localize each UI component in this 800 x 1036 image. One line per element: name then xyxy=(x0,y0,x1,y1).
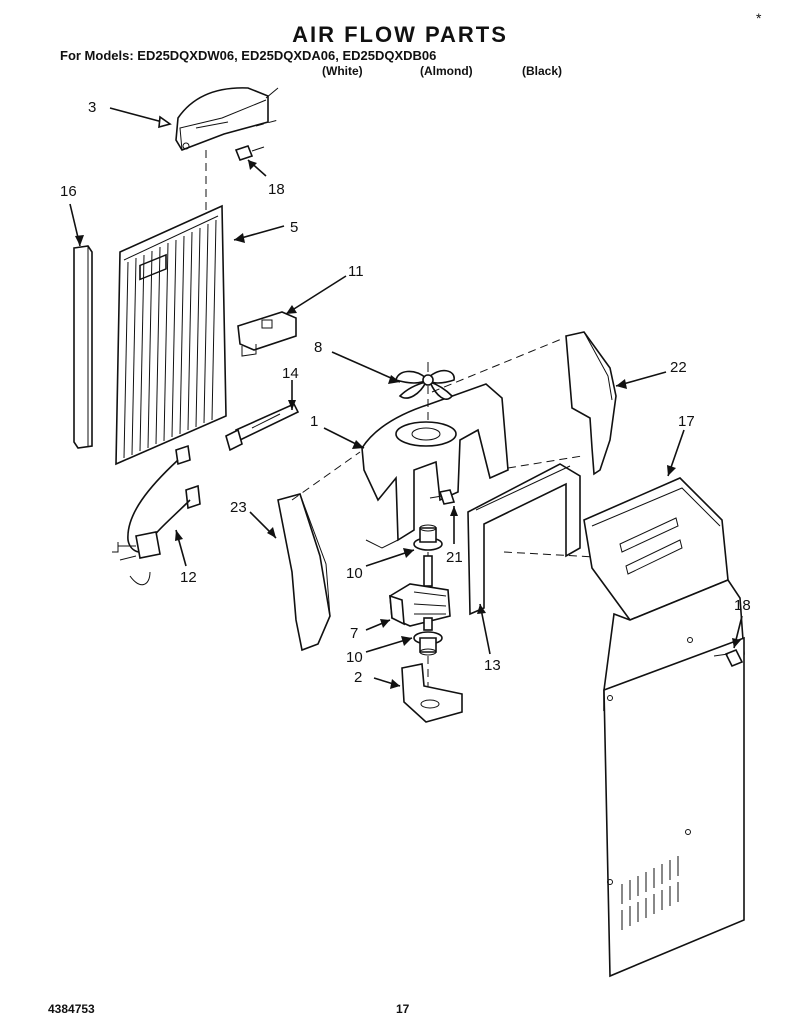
callout-1: 1 xyxy=(310,413,318,430)
part-17-vents xyxy=(621,856,679,930)
part-18-screw-upper xyxy=(234,119,279,161)
part-14-heater xyxy=(225,402,300,452)
corner-mark: * xyxy=(756,10,762,26)
callout-7: 7 xyxy=(350,625,358,642)
callout-17: 17 xyxy=(678,413,695,430)
part-8-fan-blade xyxy=(395,362,455,420)
callout-21: 21 xyxy=(446,549,463,566)
callout-12: 12 xyxy=(180,569,197,586)
part-13-u-gasket xyxy=(467,463,581,616)
part-18-screw-lower xyxy=(713,648,744,668)
part-1-fan-housing xyxy=(361,383,509,549)
models-line: For Models: ED25DQXDW06, ED25DQXDA06, ED… xyxy=(60,48,437,63)
part-16-foam-strip xyxy=(73,245,93,449)
callout-2: 2 xyxy=(354,669,362,686)
part-3-duct-cover xyxy=(175,87,279,151)
callout-labels: 3 18 16 5 11 14 8 1 22 17 23 12 21 10 7 … xyxy=(60,99,751,686)
part-17-rear-cover xyxy=(583,477,745,978)
part-12-wire-harness xyxy=(112,444,201,586)
callout-13: 13 xyxy=(484,657,501,674)
callout-14: 14 xyxy=(282,365,299,382)
part-10-grommet-lower xyxy=(413,631,443,656)
page-title: AIR FLOW PARTS xyxy=(292,22,508,47)
part-2-motor-bracket xyxy=(401,663,463,723)
document-number: 4384753 xyxy=(48,1002,95,1016)
callout-3: 3 xyxy=(88,99,96,116)
variant-white: (White) xyxy=(322,64,363,78)
part-7-motor xyxy=(389,555,451,631)
callout-18-lower: 18 xyxy=(734,597,751,614)
callout-23: 23 xyxy=(230,499,247,516)
variant-black: (Black) xyxy=(522,64,563,78)
part-21-screw xyxy=(429,489,456,505)
variant-almond: (Almond) xyxy=(420,64,473,78)
callout-16: 16 xyxy=(60,183,77,200)
callout-8: 8 xyxy=(314,339,322,356)
callout-10-upper: 10 xyxy=(346,565,363,582)
leader-lines xyxy=(69,107,743,689)
part-22-baffle xyxy=(565,331,617,476)
callout-5: 5 xyxy=(290,219,298,236)
callout-22: 22 xyxy=(670,359,687,376)
part-11-bracket xyxy=(237,311,297,357)
page-number: 17 xyxy=(396,1002,410,1016)
callout-10-lower: 10 xyxy=(346,649,363,666)
callout-11: 11 xyxy=(348,263,364,280)
part-10-grommet-upper xyxy=(413,524,443,551)
part-5-grille-slats xyxy=(123,219,217,459)
callout-18-upper: 18 xyxy=(268,181,285,198)
part-23-side-duct xyxy=(277,451,361,652)
